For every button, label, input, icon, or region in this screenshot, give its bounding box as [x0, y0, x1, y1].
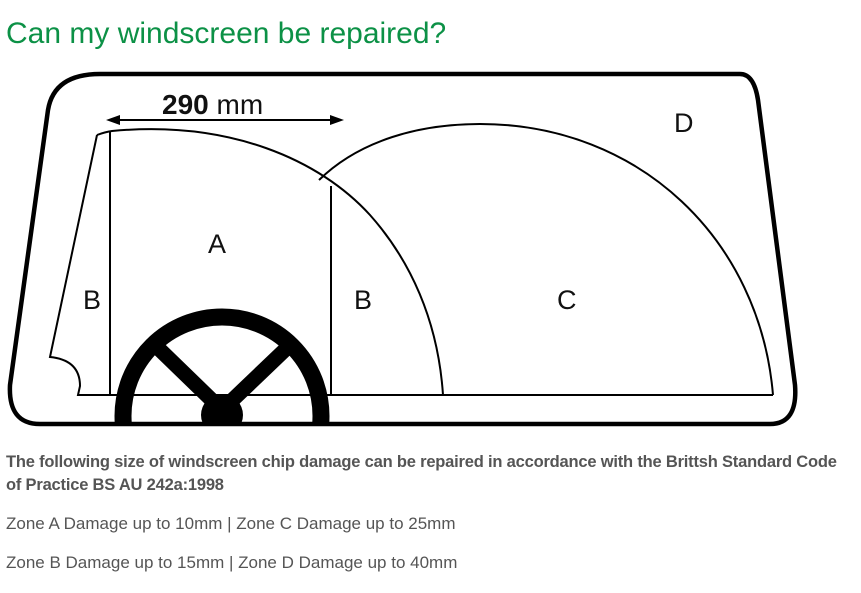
- zone-a-arc: [96, 128, 444, 396]
- zone-label-a: A: [208, 229, 226, 259]
- zone-label-b-right: B: [354, 285, 372, 315]
- dimension-arrow: [106, 115, 344, 125]
- dimension-label: 290 mm: [162, 89, 263, 120]
- windscreen-outline: [7, 71, 798, 427]
- steering-wheel-icon: [114, 308, 330, 425]
- inner-boundary: [48, 134, 773, 396]
- zone-limits-line-1: Zone A Damage up to 10mm | Zone C Damage…: [6, 514, 456, 533]
- zone-label-c: C: [557, 285, 577, 315]
- page-title: Can my windscreen be repaired?: [6, 17, 447, 50]
- zone-label-b-left: B: [83, 285, 101, 315]
- windscreen-zone-diagram: 290 mm A B B C D: [0, 60, 861, 440]
- zone-label-d: D: [674, 108, 694, 138]
- zone-c-arc: [318, 122, 774, 396]
- repair-standard-intro: The following size of windscreen chip da…: [6, 453, 837, 494]
- zone-limits-line-2: Zone B Damage up to 15mm | Zone D Damage…: [6, 553, 458, 572]
